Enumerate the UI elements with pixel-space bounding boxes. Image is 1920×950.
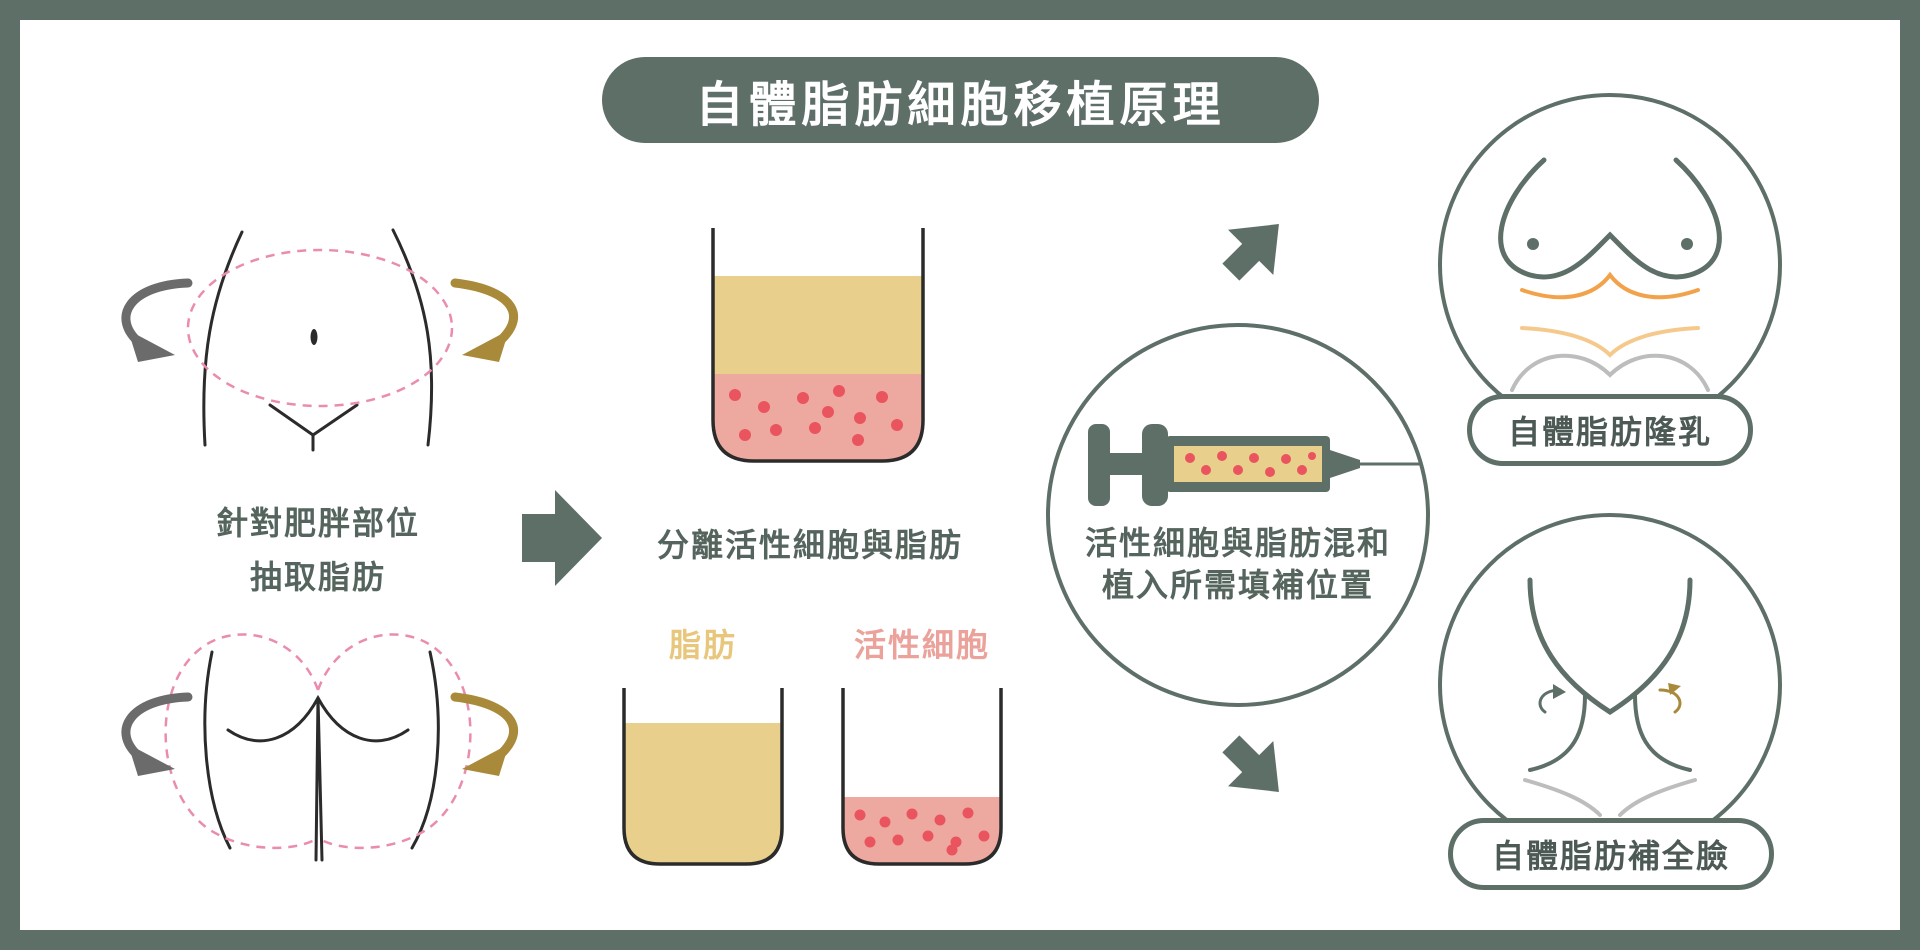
- step-arrow-icon: [522, 490, 602, 586]
- step1-label-line1: 針對肥胖部位: [215, 504, 420, 542]
- breast-augmentation-label: 自體脂肪隆乳: [1467, 394, 1753, 466]
- arrow-down-right-icon: [1222, 735, 1279, 792]
- nipple-left: [1527, 238, 1539, 250]
- nipple-right: [1681, 238, 1693, 250]
- rotate-right-arrow-icon: [450, 278, 519, 362]
- abdomen-illustration: [202, 228, 434, 452]
- rotate-right-arrow-icon: [450, 692, 519, 776]
- rotate-left-arrow-icon: [121, 692, 193, 776]
- fat-beaker: [622, 688, 784, 866]
- breast-result-circle: [1438, 93, 1782, 437]
- rotate-left-arrow-icon: [121, 278, 193, 362]
- step2-label: 分離活性細胞與脂肪: [656, 526, 963, 564]
- step1-label-line2: 抽取脂肪: [249, 558, 386, 596]
- mixed-beaker: [711, 228, 925, 463]
- page-title: 自體脂肪細胞移植原理: [602, 57, 1319, 143]
- face-result-circle: [1438, 513, 1782, 857]
- abdomen-target-outline: [186, 248, 454, 408]
- fat-label: 脂肪: [668, 626, 737, 664]
- buttocks-illustration: [203, 650, 440, 862]
- syringe-icon: [1088, 424, 1420, 506]
- breast-illustration: [1498, 157, 1722, 392]
- arrow-up-right-icon: [1222, 224, 1279, 281]
- face-illustration: [1523, 577, 1697, 817]
- cell-label: 活性細胞: [853, 626, 990, 664]
- buttocks-target-outline: [164, 633, 472, 850]
- navel: [310, 329, 318, 345]
- step3-label-line2: 植入所需填補位置: [1101, 566, 1374, 604]
- full-face-filling-label: 自體脂肪補全臉: [1448, 818, 1774, 890]
- injection-circle: [1046, 323, 1430, 707]
- cell-beaker: [841, 688, 1003, 866]
- step3-label-line1: 活性細胞與脂肪混和: [1084, 524, 1391, 562]
